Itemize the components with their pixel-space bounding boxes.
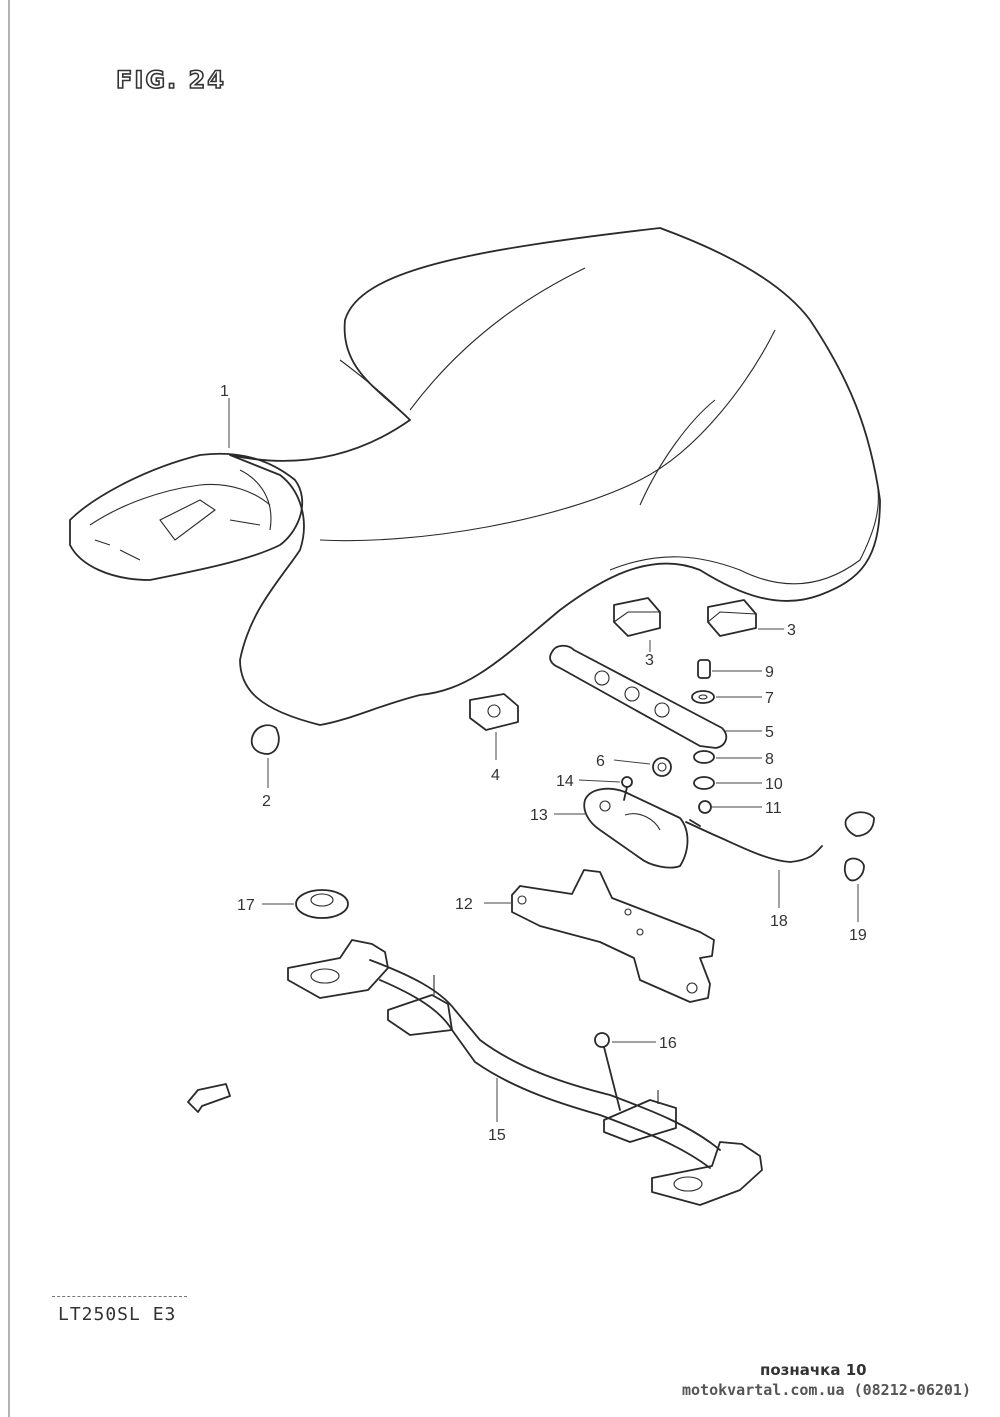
callout-3b: 3 (787, 622, 796, 639)
callout-2: 2 (262, 793, 271, 810)
callout-5: 5 (765, 724, 774, 741)
washer-part-8 (693, 750, 715, 764)
frame-part-15 (287, 939, 763, 1206)
clip-part-3a (613, 597, 661, 637)
washer-part-10 (693, 776, 715, 790)
nut-part-11 (698, 800, 712, 814)
callout-7: 7 (765, 690, 774, 707)
callout-6: 6 (596, 753, 605, 770)
callout-15: 15 (488, 1127, 506, 1144)
bracket-part-12 (511, 869, 715, 1003)
model-divider (52, 1296, 187, 1297)
cushion-part-2 (250, 724, 280, 755)
callout-4: 4 (491, 767, 500, 784)
screw-part-14 (621, 776, 633, 801)
callout-3a: 3 (645, 652, 654, 669)
callout-14: 14 (556, 773, 574, 790)
latch-part-13 (583, 787, 689, 869)
bushing-part-6 (652, 757, 672, 777)
plate-part-5 (549, 644, 728, 749)
leader-6 (613, 759, 651, 765)
cushion-part-4 (469, 693, 519, 731)
callout-18: 18 (770, 913, 788, 930)
cable-end-part-19 (843, 811, 875, 882)
callout-19: 19 (849, 927, 867, 944)
callout-17: 17 (237, 897, 255, 914)
callout-11: 11 (765, 800, 782, 817)
front-arrow-icon (187, 1083, 231, 1113)
collar-part-9 (697, 659, 711, 679)
callout-16: 16 (659, 1035, 677, 1052)
callout-8: 8 (765, 751, 774, 768)
callout-12: 12 (455, 896, 473, 913)
clip-part-3b (707, 599, 757, 637)
callout-1: 1 (220, 383, 229, 400)
callout-13: 13 (530, 807, 548, 824)
figure-title: FIG. 24 (115, 65, 226, 95)
footer-label: позначка 10 (760, 1361, 867, 1379)
bolt-part-16 (594, 1032, 621, 1111)
washer-part-7 (691, 690, 715, 704)
leader-14 (578, 779, 621, 783)
seat-part-1 (69, 227, 881, 726)
model-code: LT250SL E3 (58, 1304, 177, 1325)
callout-9: 9 (765, 664, 774, 681)
footer-source-link[interactable]: motokvartal.com.ua (08212-06201) (682, 1381, 971, 1399)
cable-part-18 (685, 819, 823, 863)
callout-10: 10 (765, 776, 783, 793)
grommet-part-17 (295, 889, 349, 919)
